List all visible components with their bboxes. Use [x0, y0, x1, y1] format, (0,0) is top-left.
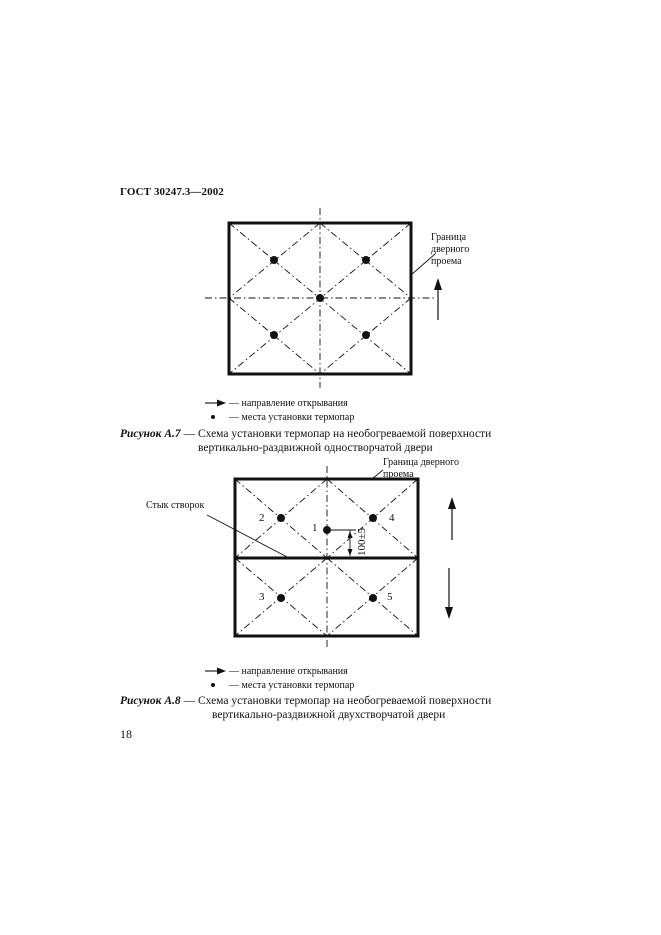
legend-dot-icon [211, 683, 215, 687]
a8-point-3 [277, 594, 285, 602]
a8-point-number-4: 4 [389, 512, 395, 524]
a8-boundary-leader [371, 469, 384, 480]
a7-caption-line1: — Схема установки термопар на необогрева… [180, 428, 492, 440]
a7-legend-arrow-text: — направление открывания [229, 398, 348, 409]
legend-dot-icon [211, 415, 215, 419]
a7-thermocouple-points [270, 256, 370, 339]
a8-legend-arrow-text: — направление открывания [229, 666, 348, 677]
a7-caption-line2: вертикально-раздвижной одностворчатой дв… [198, 442, 433, 454]
a8-point-number-5: 5 [387, 591, 393, 603]
a8-point-4 [369, 514, 377, 522]
a7-point [362, 256, 370, 264]
a8-point-5 [369, 594, 377, 602]
a8-caption: Рисунок А.8 — Схема установки термопар н… [120, 694, 491, 708]
a8-point-number-2: 2 [259, 512, 265, 524]
a8-thermocouple-points [277, 514, 377, 602]
a8-opening-arrow-down [445, 568, 453, 619]
legend-arrow-icon [205, 399, 226, 407]
a8-joint-label: Стык створок [146, 500, 205, 511]
a8-legend-symbols [205, 667, 226, 687]
a8-boundary-label: Граница дверного проема [383, 457, 459, 480]
a8-dimension-label: 100±5 [356, 527, 368, 556]
page-number: 18 [120, 727, 132, 741]
a7-point [362, 331, 370, 339]
a8-point-2 [277, 514, 285, 522]
a7-point [270, 331, 278, 339]
a7-boundary-label: Граница дверного проема [431, 232, 470, 267]
a7-legend-symbols [205, 399, 226, 419]
a7-legend-dot-text: — места установки термопар [229, 412, 355, 423]
document-code: ГОСТ 30247.3—2002 [120, 186, 224, 198]
a8-caption-label: Рисунок А.8 [120, 695, 181, 707]
a8-dimension [331, 529, 356, 556]
a7-caption: Рисунок А.7 — Схема установки термопар н… [120, 427, 491, 441]
a8-point-number-3: 3 [259, 591, 265, 603]
a8-joint-leader [206, 514, 290, 559]
a8-point-number-1: 1 [312, 522, 318, 534]
a8-legend-dot-text: — места установки термопар [229, 680, 355, 691]
a7-opening-arrow [434, 278, 442, 320]
a7-caption-label: Рисунок А.7 [120, 428, 181, 440]
a8-caption-line1: — Схема установки термопар на необогрева… [180, 695, 492, 707]
a8-point-1 [323, 526, 331, 534]
a8-opening-arrow-up [448, 497, 456, 540]
a8-caption-line2: вертикально-раздвижной двухстворчатой дв… [212, 709, 446, 721]
a7-point [316, 294, 324, 302]
a7-boundary-leader [410, 253, 436, 276]
legend-arrow-icon [205, 667, 226, 675]
a7-point [270, 256, 278, 264]
